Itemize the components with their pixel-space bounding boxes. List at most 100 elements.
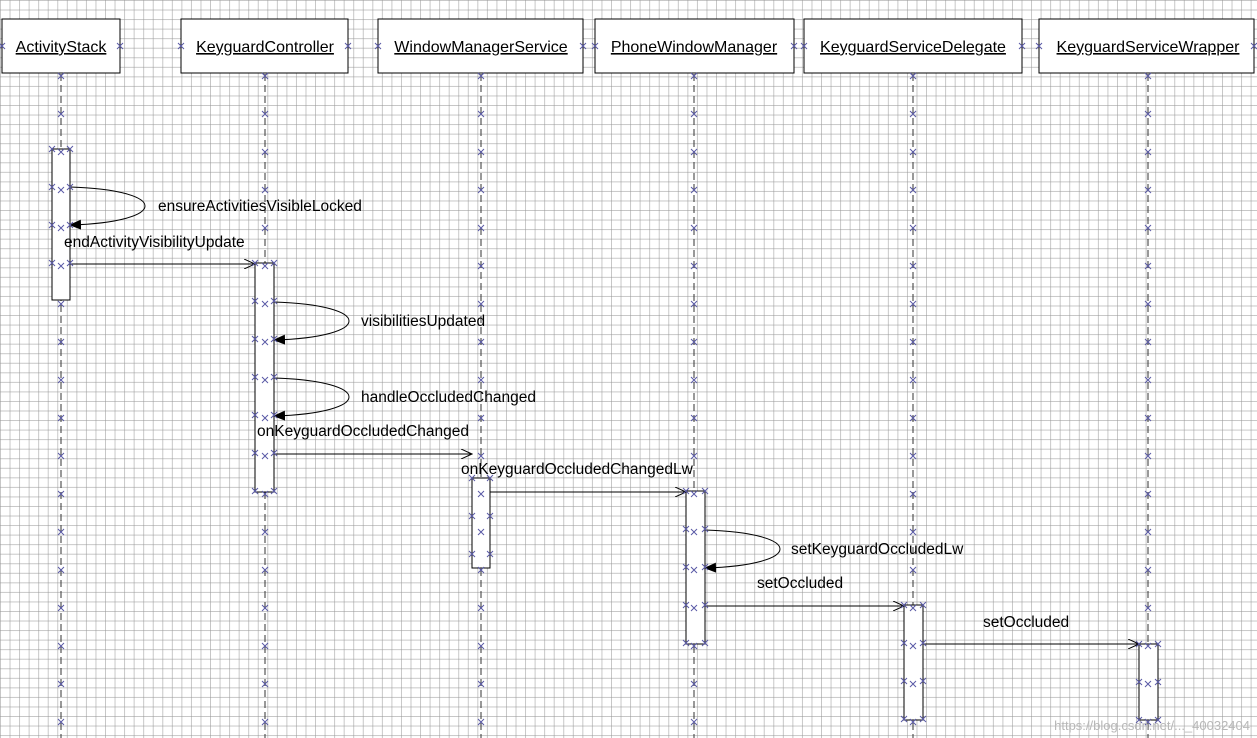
selection-handle-icon [48,221,56,229]
lifeline-label-windowmanagerservice: WindowManagerService [394,39,568,56]
selection-handle-icon [477,604,485,612]
activation-keyguardservicewrapper[interactable] [1138,643,1159,721]
selection-handle-icon [1144,528,1152,536]
message-set-occluded-wrapper[interactable]: setOccluded [923,614,1139,644]
selection-handle-icon [579,42,587,50]
selection-handle-icon [690,414,698,422]
selection-handle-icon [486,550,494,558]
selection-handle-icon [477,376,485,384]
lifeline-label-keyguardcontroller: KeyguardController [196,39,335,56]
selection-handle-icon [374,42,382,50]
selection-handle-icon [682,525,690,533]
selection-handle-icon [251,297,259,305]
selection-handle-icon [251,373,259,381]
selection-handle-icon [261,490,269,498]
selection-handle-icon [919,677,927,685]
selection-handle-icon [690,72,698,80]
message-label: onKeyguardOccludedChangedLw [461,461,694,478]
selection-handle-icon [344,42,352,50]
selection-handle-icon [919,601,927,609]
lifeline-head-keyguardservicedelegate[interactable]: KeyguardServiceDelegate [803,18,1023,74]
message-handle-occluded-changed[interactable]: handleOccludedChanged [273,377,536,421]
selection-handle-icon [48,145,56,153]
activation-keyguardservicedelegate[interactable] [903,604,924,721]
selection-handle-icon [690,338,698,346]
selection-handle-icon [57,262,65,270]
lifeline-label-keyguardservicedelegate: KeyguardServiceDelegate [820,39,1006,56]
lifeline-head-phonewindowmanager[interactable]: PhoneWindowManager [594,18,795,74]
selection-handle-icon [270,487,278,495]
selection-handle-icon [477,680,485,688]
message-set-occluded-delegate[interactable]: setOccluded [705,575,904,606]
lifeline-label-activitystack: ActivityStack [16,39,108,56]
selection-handle-icon [1144,414,1152,422]
selection-handle-icon [57,414,65,422]
message-label: handleOccludedChanged [361,389,536,406]
selection-handle-icon [116,42,124,50]
selection-handle-icon [261,186,269,194]
selection-handle-icon [909,452,917,460]
selection-handle-icon [800,42,808,50]
message-ensure-activities-visible-locked[interactable]: ensureActivitiesVisibleLocked [69,186,362,230]
message-on-keyguard-occluded-changed[interactable]: onKeyguardOccludedChanged [257,423,472,454]
selection-handle-icon [57,642,65,650]
activation-keyguardcontroller[interactable] [254,262,275,493]
selection-handle-icon [909,148,917,156]
message-label: onKeyguardOccludedChanged [257,423,469,440]
selection-handle-icon [690,680,698,688]
lifeline-head-keyguardservicewrapper[interactable]: KeyguardServiceWrapper [1038,18,1255,74]
selection-handle-icon [486,512,494,520]
selection-handle-icon [909,224,917,232]
selection-handle-icon [900,677,908,685]
message-end-activity-visibility-update[interactable]: endActivityVisibilityUpdate [64,234,255,264]
selection-handle-icon [909,642,917,650]
activation-windowmanagerservice[interactable] [471,477,491,569]
activation-phonewindowmanager[interactable] [685,490,706,645]
activations [51,148,1159,721]
lifeline-head-activitystack[interactable]: ActivityStack [1,18,121,74]
selection-handle-icon [57,680,65,688]
selection-handle-icon [486,474,494,482]
selection-handle-icon [909,186,917,194]
selection-handle-icon [1144,642,1152,650]
selection-handle-icon [261,528,269,536]
selection-handle-icon [261,338,269,346]
selection-handle-icon [1144,262,1152,270]
selection-handle-icon [251,335,259,343]
selection-handle-icon [1154,640,1162,648]
message-set-keyguard-occluded-lw[interactable]: setKeyguardOccludedLw [704,529,964,573]
selection-handle-icon [66,145,74,153]
selection-handle-icon [57,718,65,726]
message-label: setKeyguardOccludedLw [791,541,964,558]
selection-handle-icon [682,563,690,571]
selection-handle-icon [909,566,917,574]
lifeline-head-keyguardcontroller[interactable]: KeyguardController [180,18,349,74]
message-visibilities-updated[interactable]: visibilitiesUpdated [273,301,485,345]
message-label: setOccluded [757,575,843,592]
selection-handle-icon [790,42,798,50]
selection-handle-icon [900,639,908,647]
selection-handle-icon [477,718,485,726]
selection-handle-icon [690,604,698,612]
selection-handle-icon [900,715,908,723]
selection-handle-icon [1144,604,1152,612]
selection-handle-icon [477,414,485,422]
message-on-keyguard-occluded-changed-lw[interactable]: onKeyguardOccludedChangedLw [461,461,694,492]
selection-handle-icon [1144,376,1152,384]
activation-activitystack[interactable] [51,148,71,301]
selection-handle-icon [919,715,927,723]
selection-handle-icon [57,528,65,536]
selection-handle-icon [1144,110,1152,118]
selection-handle-icon [477,148,485,156]
message-label: visibilitiesUpdated [361,313,485,330]
selection-handle-icon [261,72,269,80]
selection-handle-icon [1018,42,1026,50]
selection-handle-icon [909,72,917,80]
selection-handle-icon [909,110,917,118]
selection-handle-icon [57,148,65,156]
selection-handle-icon [1144,680,1152,688]
selection-handles [0,42,1257,726]
selection-handle-icon [1144,338,1152,346]
lifeline-head-windowmanagerservice[interactable]: WindowManagerService [377,18,584,74]
